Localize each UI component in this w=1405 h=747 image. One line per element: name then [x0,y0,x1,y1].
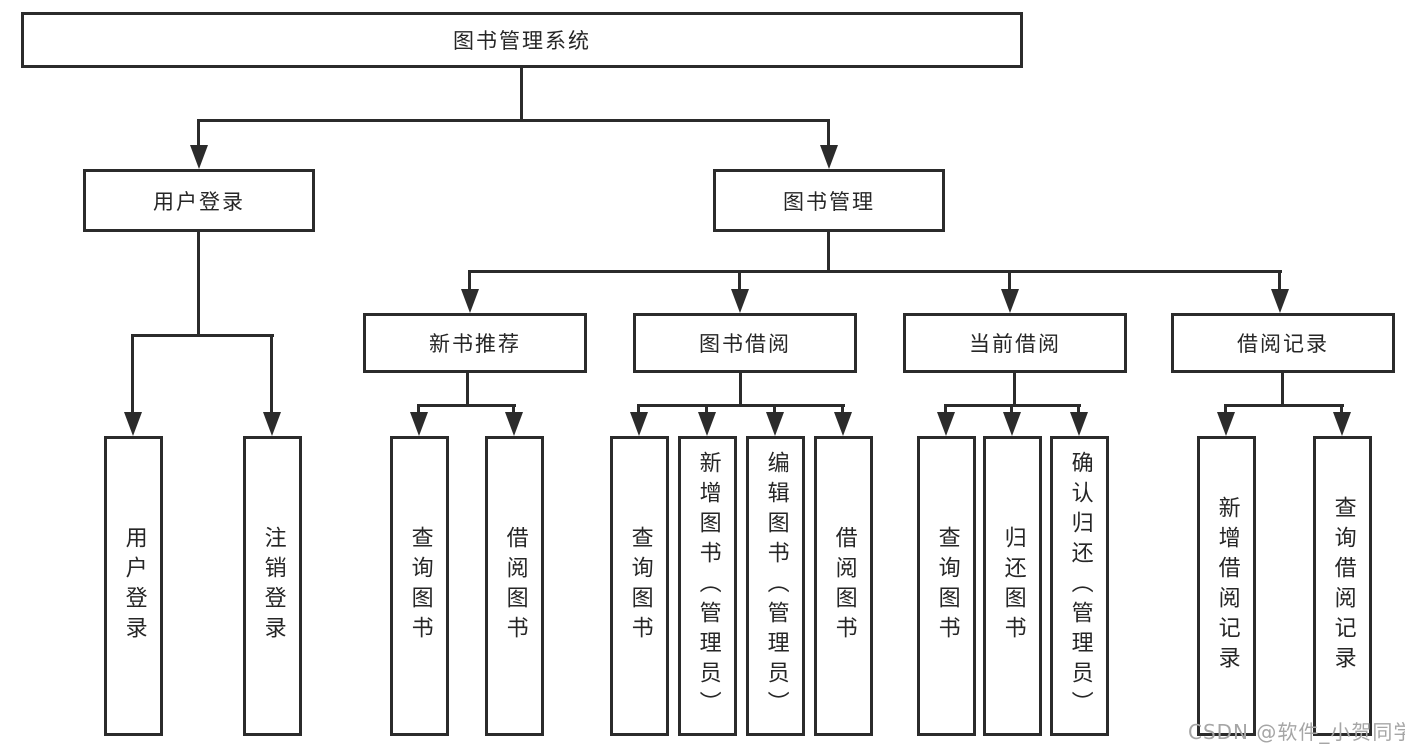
node-confirm-return-admin: 确认归还（管理员） [1050,436,1109,736]
connector-line [417,404,516,407]
connector-line [197,119,200,149]
node-query-books-recommend: 查询图书 [390,436,449,736]
arrow-down-icon [630,412,648,436]
connector-line [1077,404,1080,418]
connector-line [270,334,273,416]
arrow-down-icon [190,145,208,169]
connector-line [1008,270,1011,294]
arrow-down-icon [1070,412,1088,436]
node-label: 新增借阅记录 [1214,496,1240,676]
connector-line [520,68,523,121]
connector-line [1013,373,1016,406]
arrow-down-icon [1333,412,1351,436]
node-logout-action: 注销登录 [243,436,302,736]
node-return-book: 归还图书 [983,436,1042,736]
node-label: 图书管理 [783,189,875,214]
node-add-borrow-record: 新增借阅记录 [1197,436,1256,736]
connector-line [841,404,844,418]
connector-line [1224,404,1344,407]
connector-line [944,404,947,418]
arrow-down-icon [1003,412,1021,436]
connector-line [637,404,845,407]
watermark: CSDN @软件_小贺同学 [1188,720,1405,744]
connector-line [1278,270,1281,294]
node-add-book-admin: 新增图书（管理员） [678,436,737,736]
connector-line [197,232,200,336]
node-query-books-borrowing: 查询图书 [610,436,669,736]
connector-line [1010,404,1013,418]
node-label: 确认归还（管理员） [1067,451,1093,721]
node-label: 查询借阅记录 [1330,496,1356,676]
connector-line [827,119,830,149]
arrow-down-icon [124,412,142,436]
node-borrow-records: 借阅记录 [1171,313,1395,373]
node-label: 编辑图书（管理员） [763,451,789,721]
node-user-login-action: 用户登录 [104,436,163,736]
connector-line [417,404,420,418]
node-label: 查询图书 [627,526,653,646]
node-label: 借阅记录 [1237,332,1329,356]
connector-line [1281,373,1284,406]
connector-line [131,334,134,416]
connector-line [739,373,742,406]
connector-line [773,404,776,418]
node-label: 图书借阅 [699,332,791,356]
connector-line [197,119,830,122]
arrow-down-icon [461,289,479,313]
connector-line [705,404,708,418]
node-book-management: 图书管理 [713,169,945,232]
connector-line [512,404,515,418]
node-label: 当前借阅 [969,332,1061,356]
arrow-down-icon [505,412,523,436]
node-book-borrowing: 图书借阅 [633,313,857,373]
arrow-down-icon [410,412,428,436]
arrow-down-icon [731,289,749,313]
arrow-down-icon [937,412,955,436]
arrow-down-icon [766,412,784,436]
node-label: 借阅图书 [831,526,857,646]
node-borrow-books-action: 借阅图书 [814,436,873,736]
node-query-borrow-record: 查询借阅记录 [1313,436,1372,736]
connector-line [827,232,830,273]
connector-line [468,270,471,294]
node-label: 归还图书 [1000,526,1026,646]
node-label: 新增图书（管理员） [695,451,721,721]
connector-line [466,373,469,406]
node-library-management-system: 图书管理系统 [21,12,1023,68]
node-label: 图书管理系统 [453,29,591,53]
node-label: 用户登录 [153,189,245,214]
arrow-down-icon [834,412,852,436]
connector-line [738,270,741,294]
arrow-down-icon [698,412,716,436]
node-label: 注销登录 [260,526,286,646]
node-label: 查询图书 [407,526,433,646]
connector-line [1340,404,1343,418]
node-current-borrowing: 当前借阅 [903,313,1127,373]
node-label: 新书推荐 [429,332,521,356]
arrow-down-icon [1217,412,1235,436]
arrow-down-icon [1271,289,1289,313]
node-label: 借阅图书 [502,526,528,646]
arrow-down-icon [263,412,281,436]
arrow-down-icon [1001,289,1019,313]
connector-line [637,404,640,418]
connector-line [131,334,274,337]
node-query-books-current: 查询图书 [917,436,976,736]
node-label: 用户登录 [121,526,147,646]
node-user-login: 用户登录 [83,169,315,232]
node-new-book-recommendation: 新书推荐 [363,313,587,373]
arrow-down-icon [820,145,838,169]
node-borrow-books-recommend: 借阅图书 [485,436,544,736]
node-edit-book-admin: 编辑图书（管理员） [746,436,805,736]
connector-line [468,270,1282,273]
connector-line [1224,404,1227,418]
node-label: 查询图书 [934,526,960,646]
